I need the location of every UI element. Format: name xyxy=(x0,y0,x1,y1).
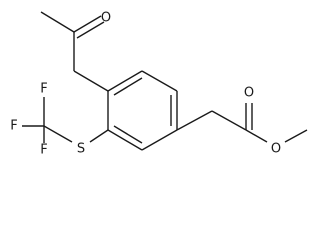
ring-bond xyxy=(107,129,143,151)
chemical-structure: O S F F F O O xyxy=(10,11,308,158)
ring-double-bond-inner xyxy=(113,125,143,144)
benzene-ring xyxy=(107,70,178,151)
ketone-double-bond xyxy=(76,21,105,39)
trifluoromethylthio-group xyxy=(22,97,109,143)
bond xyxy=(284,129,308,143)
fluorine-label: F xyxy=(40,143,47,158)
bond xyxy=(43,125,73,143)
acetonyl-group xyxy=(40,11,109,92)
bond xyxy=(176,110,213,131)
bond xyxy=(73,15,102,33)
methyl-acetate-group xyxy=(176,103,308,143)
sulfur-label: S xyxy=(77,142,85,157)
ester-carbonyl-oxygen-label: O xyxy=(244,86,254,101)
ester-ether-oxygen-label: O xyxy=(271,142,281,157)
ring-bond xyxy=(107,70,143,92)
fluorine-label: F xyxy=(40,82,47,97)
bond xyxy=(73,70,109,92)
bond xyxy=(245,129,268,143)
ring-double-bond-inner xyxy=(113,77,143,96)
bond xyxy=(89,129,109,143)
ring-bond xyxy=(141,70,178,92)
bond xyxy=(40,11,75,33)
bond xyxy=(211,110,247,131)
ketone-oxygen-label: O xyxy=(101,11,111,26)
ring-bond xyxy=(141,129,178,151)
fluorine-label: F xyxy=(10,119,17,134)
